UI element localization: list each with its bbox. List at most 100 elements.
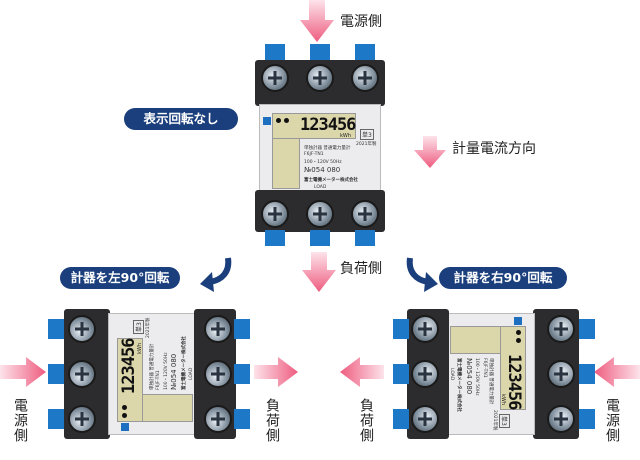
arrow-down-current bbox=[414, 136, 446, 168]
year-label: 2021年製 bbox=[146, 317, 151, 338]
screw-icon bbox=[351, 200, 379, 228]
indicator-dot bbox=[276, 118, 281, 123]
label-left-source: 電源側 bbox=[12, 398, 28, 443]
arrow-right-left-load bbox=[254, 357, 298, 387]
indicator-dot bbox=[516, 338, 521, 343]
meter-unit: kWh bbox=[340, 133, 352, 139]
screw-icon bbox=[411, 360, 439, 388]
phase-label: 単3 bbox=[360, 129, 374, 140]
meter-unit: kWh bbox=[500, 394, 506, 406]
terminal-tab bbox=[234, 364, 250, 384]
maker-logo-icon bbox=[514, 317, 522, 325]
terminal-tab bbox=[579, 364, 595, 384]
arrow-down-load bbox=[302, 252, 336, 292]
screw-icon bbox=[547, 315, 575, 343]
screw-icon bbox=[306, 64, 334, 92]
arrow-right-left-source bbox=[0, 357, 46, 387]
screw-icon bbox=[68, 405, 96, 433]
meter-model: F6JF-TN1 bbox=[304, 152, 324, 157]
badge-rotate-left: 計器を左90°回転 bbox=[60, 267, 180, 289]
screw-icon bbox=[204, 360, 232, 388]
meter-reading: 123456 bbox=[300, 115, 356, 135]
badge-rotate-right: 計器を右90°回転 bbox=[439, 267, 567, 289]
terminal-tab bbox=[234, 319, 250, 339]
top-terminal-block bbox=[64, 309, 110, 439]
bottom-terminal-block bbox=[194, 309, 236, 439]
terminal-tab bbox=[579, 409, 595, 429]
screw-icon bbox=[351, 64, 379, 92]
meter-rating: 100・120V 50Hz bbox=[304, 160, 342, 165]
arrow-down-source bbox=[300, 0, 334, 42]
label-source-top: 電源側 bbox=[340, 14, 382, 30]
terminal-tab bbox=[48, 364, 64, 384]
meter-maker: 富士電機メーター株式会社 bbox=[182, 336, 187, 390]
label-right-load: 負荷側 bbox=[358, 398, 374, 443]
terminal-tab bbox=[48, 409, 64, 429]
screw-icon bbox=[411, 315, 439, 343]
terminal-tab bbox=[265, 44, 285, 60]
meter-maker: 富士電機メーター株式会社 bbox=[304, 178, 358, 183]
lcd-display-top bbox=[272, 113, 356, 139]
terminal-tab bbox=[234, 409, 250, 429]
terminal-tab bbox=[579, 319, 595, 339]
top-terminal-block bbox=[255, 60, 385, 106]
meter-unit: kWh bbox=[137, 342, 143, 354]
phase-label: 単3 bbox=[133, 320, 144, 334]
terminal-tab bbox=[393, 319, 409, 339]
terminal-tab bbox=[355, 230, 375, 246]
screw-icon bbox=[306, 200, 334, 228]
label-load-center: 負荷側 bbox=[340, 261, 382, 277]
rotate-left-icon bbox=[200, 257, 232, 292]
screw-icon bbox=[411, 405, 439, 433]
label-current-direction: 計量電流方向 bbox=[452, 141, 536, 157]
screw-icon bbox=[547, 360, 575, 388]
phase-label: 単3 bbox=[499, 414, 510, 428]
meter-title: 単独計器 普通電力量計 bbox=[150, 343, 155, 390]
screw-icon bbox=[68, 315, 96, 343]
meter-face: 123456 kWh 単3 2021年製 単独計器 普通電力量計 F6JF-TN… bbox=[259, 104, 381, 192]
rotate-right-icon bbox=[406, 257, 438, 292]
indicator-dot bbox=[284, 118, 289, 123]
meter-serial: №054 080 bbox=[170, 353, 178, 390]
screw-icon bbox=[261, 200, 289, 228]
meter-reading: 123456 bbox=[119, 338, 139, 394]
terminal-tab bbox=[393, 364, 409, 384]
label-left-load: 負荷側 bbox=[264, 398, 280, 443]
meter-maker: 富士電機メーター株式会社 bbox=[456, 358, 461, 412]
indicator-dot bbox=[516, 330, 521, 335]
terminal-tab bbox=[265, 230, 285, 246]
terminal-tab bbox=[310, 230, 330, 246]
top-terminal-block bbox=[533, 309, 579, 439]
screw-icon bbox=[261, 64, 289, 92]
bottom-terminal-block bbox=[407, 309, 449, 439]
meter-serial: №054 080 bbox=[304, 166, 341, 174]
indicator-dot bbox=[122, 413, 127, 418]
year-label: 2021年製 bbox=[356, 142, 377, 147]
meter-title: 単独計器 普通電力量計 bbox=[304, 146, 351, 151]
meter-rating: 100・120V 50Hz bbox=[474, 358, 479, 396]
meter-face: 123456 kWh 単3 2021年製 単独計器 普通電力量計 F6JF-TN… bbox=[108, 313, 196, 435]
maker-logo-icon bbox=[263, 117, 271, 125]
meter-upright: 123456 kWh 単3 2021年製 単独計器 普通電力量計 F6JF-TN… bbox=[255, 44, 385, 246]
meter-serial: №054 080 bbox=[465, 358, 473, 395]
meter-title: 単独計器 普通電力量計 bbox=[488, 358, 493, 405]
meter-model: F6JF-TN1 bbox=[156, 370, 161, 390]
screw-icon bbox=[204, 315, 232, 343]
badge-no-rotation: 表示回転なし bbox=[124, 108, 238, 130]
indicator-dot bbox=[122, 405, 127, 410]
maker-logo-icon bbox=[121, 423, 129, 431]
terminal-tab bbox=[48, 319, 64, 339]
load-label: LOAD bbox=[449, 368, 454, 381]
arrow-left-right-load bbox=[340, 357, 384, 387]
terminal-tab bbox=[355, 44, 375, 60]
screw-icon bbox=[547, 405, 575, 433]
meter-rotated-left: 123456 kWh 単3 2021年製 単独計器 普通電力量計 F6JF-TN… bbox=[48, 309, 250, 439]
screw-icon bbox=[68, 360, 96, 388]
year-label: 2021年製 bbox=[492, 410, 497, 431]
meter-reading: 123456 bbox=[504, 354, 524, 410]
meter-rotated-right: 123456 kWh 単3 2021年製 単独計器 普通電力量計 F6JF-TN… bbox=[393, 309, 595, 439]
terminal-tab bbox=[393, 409, 409, 429]
bottom-terminal-block bbox=[255, 190, 385, 232]
load-label: LOAD bbox=[314, 185, 327, 190]
meter-model: F6JF-TN1 bbox=[482, 358, 487, 378]
